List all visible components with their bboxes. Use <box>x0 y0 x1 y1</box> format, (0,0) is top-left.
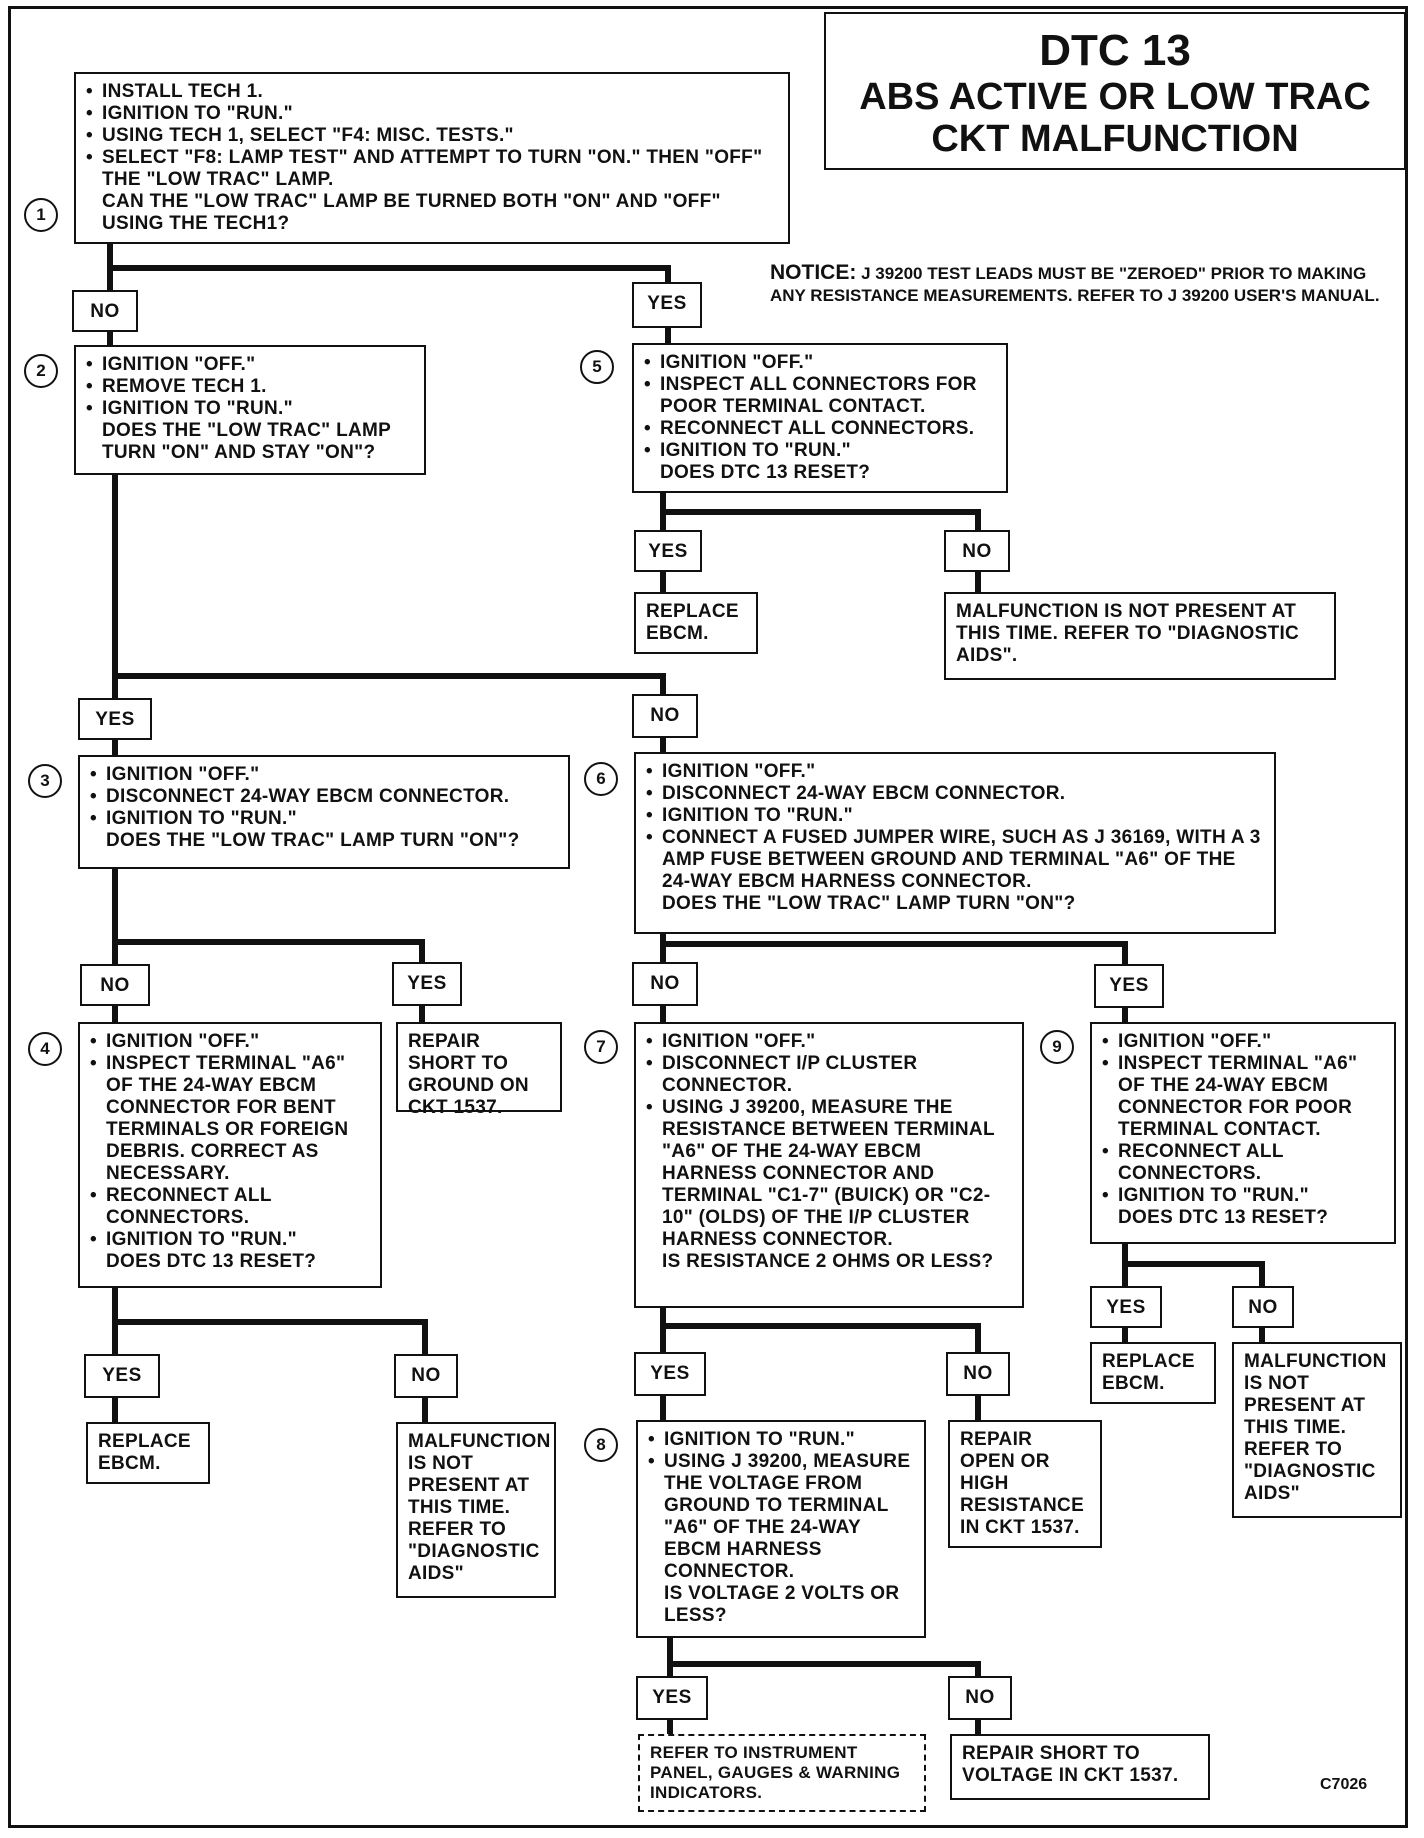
step-6-box: IGNITION "OFF." DISCONNECT 24-WAY EBCM C… <box>634 752 1276 934</box>
title-line-2: ABS ACTIVE OR LOW TRAC <box>859 76 1371 118</box>
label-yes-step1: YES <box>632 282 702 328</box>
step-6-bullet: DISCONNECT 24-WAY EBCM CONNECTOR. <box>646 783 1264 805</box>
step-9-bullet: RECONNECT ALL CONNECTORS. <box>1102 1141 1384 1185</box>
step-7-bullet: DISCONNECT I/P CLUSTER CONNECTOR. <box>646 1053 1012 1097</box>
result-replace-ebcm: REPLACE EBCM. <box>634 592 758 654</box>
label-yes-step3: YES <box>392 962 462 1006</box>
step-6-bullet: IGNITION TO "RUN." <box>646 805 1264 827</box>
label-yes-step8: YES <box>636 1676 708 1720</box>
label-no-step2: NO <box>632 694 698 738</box>
step-5-bullet: RECONNECT ALL CONNECTORS. <box>644 418 996 440</box>
notice: NOTICE: J 39200 TEST LEADS MUST BE "ZERO… <box>770 262 1390 307</box>
step-7-question: IS RESISTANCE 2 OHMS OR LESS? <box>662 1251 994 1272</box>
step-3-question: DOES THE "LOW TRAC" LAMP TURN "ON"? <box>106 830 520 851</box>
step-number-5: 5 <box>580 350 614 384</box>
title-code: DTC 13 <box>1039 26 1191 75</box>
step-6-bullet: CONNECT A FUSED JUMPER WIRE, SUCH AS J 3… <box>646 827 1264 893</box>
label-no-step9: NO <box>1232 1286 1294 1328</box>
step-number-2: 2 <box>24 354 58 388</box>
step-number-7: 7 <box>584 1030 618 1064</box>
label-no-step6: NO <box>632 962 698 1006</box>
label-no-step7: NO <box>946 1352 1010 1396</box>
title-block: DTC 13 ABS ACTIVE OR LOW TRAC CKT MALFUN… <box>824 12 1406 170</box>
label-yes-step9: YES <box>1090 1286 1162 1328</box>
step-4-box: IGNITION "OFF." INSPECT TERMINAL "A6" OF… <box>78 1022 382 1288</box>
result-not-present-9: MALFUNCTION IS NOT PRESENT AT THIS TIME.… <box>1232 1342 1402 1518</box>
step-2-bullet: REMOVE TECH 1. <box>86 376 414 398</box>
result-refer-instrument-panel: REFER TO INSTRUMENT PANEL, GAUGES & WARN… <box>638 1734 926 1812</box>
step-5-bullet: INSPECT ALL CONNECTORS FOR POOR TERMINAL… <box>644 374 996 418</box>
result-not-present-4: MALFUNCTION IS NOT PRESENT AT THIS TIME.… <box>396 1422 556 1598</box>
step-7-bullet: USING J 39200, MEASURE THE RESISTANCE BE… <box>646 1097 1012 1251</box>
step-number-1: 1 <box>24 198 58 232</box>
step-1-question: CAN THE "LOW TRAC" LAMP BE TURNED BOTH "… <box>102 191 721 234</box>
step-8-bullet: USING J 39200, MEASURE THE VOLTAGE FROM … <box>648 1451 914 1583</box>
step-number-3: 3 <box>28 764 62 798</box>
label-yes-step5: YES <box>634 530 702 572</box>
figure-code: C7026 <box>1320 1776 1368 1793</box>
result-repair-short-voltage: REPAIR SHORT TO VOLTAGE IN CKT 1537. <box>950 1734 1210 1800</box>
label-yes-step4: YES <box>84 1354 160 1398</box>
step-9-bullet: IGNITION TO "RUN." <box>1102 1185 1384 1207</box>
step-3-bullet: IGNITION TO "RUN." <box>90 808 558 830</box>
step-4-bullet: RECONNECT ALL CONNECTORS. <box>90 1185 370 1229</box>
step-4-bullet: INSPECT TERMINAL "A6" OF THE 24-WAY EBCM… <box>90 1053 370 1185</box>
label-yes-step6: YES <box>1094 964 1164 1008</box>
step-3-box: IGNITION "OFF." DISCONNECT 24-WAY EBCM C… <box>78 755 570 869</box>
label-no-step3: NO <box>80 964 150 1006</box>
label-no-step1: NO <box>72 290 138 332</box>
result-replace-ebcm-9: REPLACE EBCM. <box>1090 1342 1216 1404</box>
step-9-bullet: INSPECT TERMINAL "A6" OF THE 24-WAY EBCM… <box>1102 1053 1384 1141</box>
result-repair-open: REPAIR OPEN OR HIGH RESISTANCE IN CKT 15… <box>948 1420 1102 1548</box>
step-3-bullet: IGNITION "OFF." <box>90 764 558 786</box>
label-no-step5: NO <box>944 530 1010 572</box>
page-frame <box>8 6 1408 1828</box>
label-yes-step7: YES <box>634 1352 706 1396</box>
step-2-box: IGNITION "OFF." REMOVE TECH 1. IGNITION … <box>74 345 426 475</box>
step-8-box: IGNITION TO "RUN." USING J 39200, MEASUR… <box>636 1420 926 1638</box>
step-4-question: DOES DTC 13 RESET? <box>106 1251 317 1272</box>
step-6-bullet: IGNITION "OFF." <box>646 761 1264 783</box>
step-number-6: 6 <box>584 762 618 796</box>
result-repair-short-ground: REPAIR SHORT TO GROUND ON CKT 1537. <box>396 1022 562 1118</box>
step-number-9: 9 <box>1040 1030 1074 1064</box>
step-5-question: DOES DTC 13 RESET? <box>660 462 871 483</box>
notice-heading: NOTICE: <box>770 261 857 284</box>
step-1-bullet: IGNITION TO "RUN." <box>86 103 778 125</box>
step-3-bullet: DISCONNECT 24-WAY EBCM CONNECTOR. <box>90 786 558 808</box>
step-2-bullet: IGNITION "OFF." <box>86 354 414 376</box>
step-6-question: DOES THE "LOW TRAC" LAMP TURN "ON"? <box>662 893 1076 914</box>
step-number-8: 8 <box>584 1428 618 1462</box>
step-5-box: IGNITION "OFF." INSPECT ALL CONNECTORS F… <box>632 343 1008 493</box>
step-1-bullet: USING TECH 1, SELECT "F4: MISC. TESTS." <box>86 125 778 147</box>
step-1-bullet: SELECT "F8: LAMP TEST" AND ATTEMPT TO TU… <box>86 147 778 191</box>
step-9-question: DOES DTC 13 RESET? <box>1118 1207 1329 1228</box>
step-1-box: INSTALL TECH 1. IGNITION TO "RUN." USING… <box>74 72 790 244</box>
step-4-bullet: IGNITION TO "RUN." <box>90 1229 370 1251</box>
result-not-present: MALFUNCTION IS NOT PRESENT AT THIS TIME.… <box>944 592 1336 680</box>
label-no-step8: NO <box>948 1676 1012 1720</box>
label-yes-step2: YES <box>78 698 152 740</box>
step-8-question: IS VOLTAGE 2 VOLTS OR LESS? <box>664 1583 900 1626</box>
title-line-3: CKT MALFUNCTION <box>931 118 1299 160</box>
notice-text: J 39200 TEST LEADS MUST BE "ZEROED" PRIO… <box>770 264 1380 305</box>
label-no-step4: NO <box>394 1354 458 1398</box>
step-9-bullet: IGNITION "OFF." <box>1102 1031 1384 1053</box>
result-replace-ebcm-4: REPLACE EBCM. <box>86 1422 210 1484</box>
step-2-bullet: IGNITION TO "RUN." <box>86 398 414 420</box>
step-7-bullet: IGNITION "OFF." <box>646 1031 1012 1053</box>
step-1-bullet: INSTALL TECH 1. <box>86 81 778 103</box>
step-4-bullet: IGNITION "OFF." <box>90 1031 370 1053</box>
step-5-bullet: IGNITION "OFF." <box>644 352 996 374</box>
step-9-box: IGNITION "OFF." INSPECT TERMINAL "A6" OF… <box>1090 1022 1396 1244</box>
step-5-bullet: IGNITION TO "RUN." <box>644 440 996 462</box>
step-number-4: 4 <box>28 1032 62 1066</box>
step-8-bullet: IGNITION TO "RUN." <box>648 1429 914 1451</box>
step-2-question: DOES THE "LOW TRAC" LAMP TURN "ON" AND S… <box>102 420 391 463</box>
step-7-box: IGNITION "OFF." DISCONNECT I/P CLUSTER C… <box>634 1022 1024 1308</box>
